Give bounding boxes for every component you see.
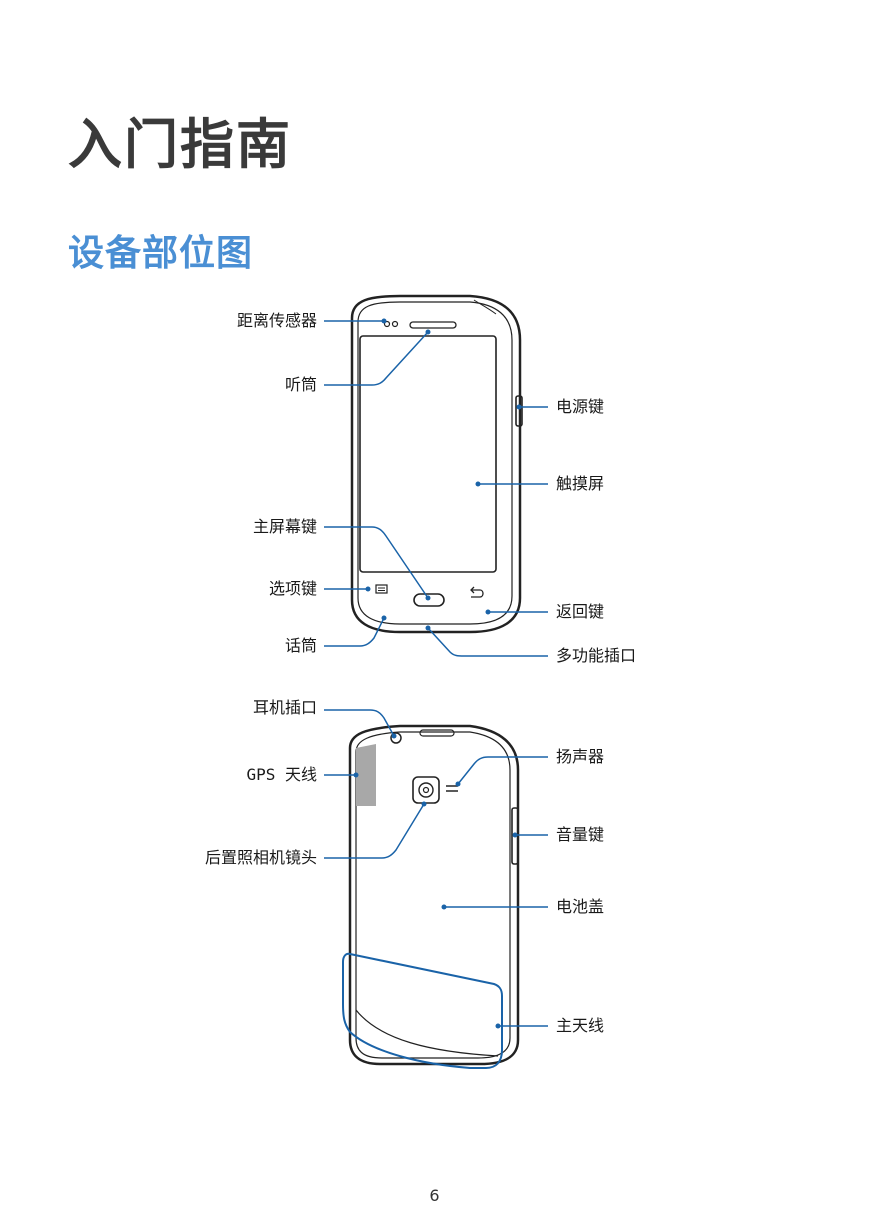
label-headset-jack: 耳机插口 xyxy=(252,698,317,717)
label-battery-cover: 电池盖 xyxy=(556,897,605,916)
front-device xyxy=(350,294,523,634)
label-rear-camera: 后置照相机镜头 xyxy=(204,848,317,867)
label-speaker: 扬声器 xyxy=(556,747,605,766)
label-earpiece: 听筒 xyxy=(284,375,317,394)
callout-lines xyxy=(324,320,548,1027)
chapter-title: 入门指南 xyxy=(68,113,292,176)
label-menu-key: 选项键 xyxy=(268,579,317,598)
label-microphone: 话筒 xyxy=(284,636,317,655)
gps-antenna-area xyxy=(356,744,376,806)
section-title: 设备部位图 xyxy=(68,233,254,274)
label-power-key: 电源键 xyxy=(556,397,605,416)
label-proximity-sensor: 距离传感器 xyxy=(236,311,317,330)
back-device xyxy=(348,724,520,1066)
label-multipurpose-jack: 多功能插口 xyxy=(556,646,637,665)
label-touch-screen: 触摸屏 xyxy=(556,474,605,493)
label-back-key: 返回键 xyxy=(556,602,605,621)
label-main-antenna: 主天线 xyxy=(556,1016,605,1035)
label-home-key: 主屏幕键 xyxy=(252,517,317,536)
main-antenna-outline xyxy=(342,952,503,1069)
page-number: 6 xyxy=(429,1186,440,1205)
callout-dots xyxy=(353,318,522,1029)
label-gps-antenna: GPS 天线 xyxy=(246,765,317,784)
label-volume-key: 音量键 xyxy=(556,825,605,844)
